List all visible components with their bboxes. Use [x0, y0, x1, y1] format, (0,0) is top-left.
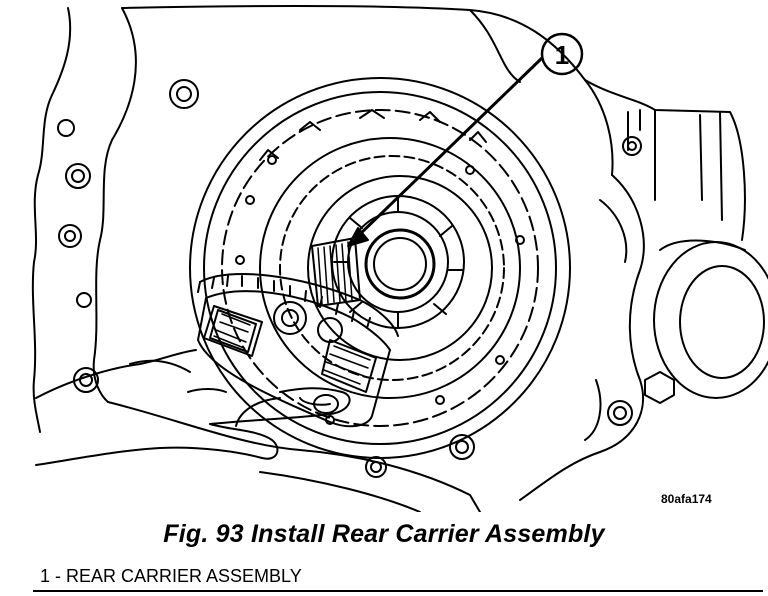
output-housing [653, 239, 768, 399]
legend-divider [33, 590, 763, 592]
reference-code: 80afa174 [661, 492, 712, 506]
hand [35, 349, 351, 466]
legend-item: 1 - REAR CARRIER ASSEMBLY [40, 566, 302, 586]
callout-number: 1 [555, 40, 569, 70]
technical-illustration: 1 [31, 5, 768, 512]
transmission-case [31, 5, 746, 512]
callout-1: 1 [347, 32, 584, 247]
case-bolt-bosses [57, 79, 675, 478]
figure-caption: Fig. 93 Install Rear Carrier Assembly [163, 520, 605, 548]
rear-carrier-assembly [197, 273, 399, 428]
input-hub [311, 195, 465, 329]
clutch-pack [189, 77, 571, 459]
